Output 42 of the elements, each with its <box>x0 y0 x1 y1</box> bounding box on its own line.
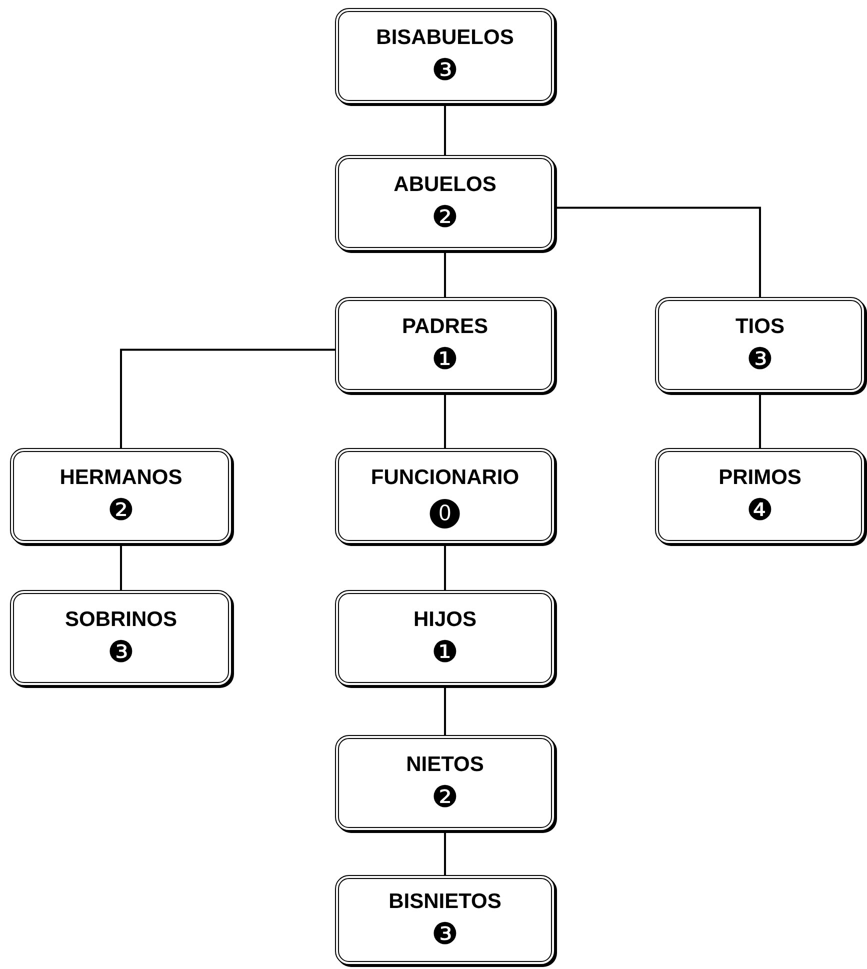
degree-number: ❷ <box>108 496 134 526</box>
box-title: FUNCIONARIO <box>370 466 520 488</box>
degree-number: ❶ <box>432 638 458 668</box>
rounded-box <box>335 8 555 104</box>
degree-number: ❸ <box>432 56 458 86</box>
connector-line <box>444 104 446 155</box>
connector-line <box>444 831 446 875</box>
rounded-box <box>335 297 555 393</box>
box-title: HIJOS <box>413 608 477 630</box>
degree-number: ❷ <box>432 782 458 812</box>
connector-line <box>444 686 446 735</box>
rounded-box <box>335 875 555 965</box>
degree-number: ❸ <box>108 638 134 668</box>
rounded-box <box>335 448 555 544</box>
connector-line <box>444 544 446 590</box>
connector-line <box>120 544 122 590</box>
box-title: BISNIETOS <box>388 890 502 912</box>
rounded-box <box>10 448 232 544</box>
box-title: TIOS <box>735 316 784 336</box>
degree-number: ❸ <box>432 920 458 950</box>
rounded-box <box>335 590 555 686</box>
box-title: HERMANOS <box>60 466 182 488</box>
box-title: NIETOS <box>406 754 484 774</box>
rounded-box <box>655 297 865 393</box>
box-title: PADRES <box>402 316 488 336</box>
connector-line <box>444 393 446 448</box>
rounded-box <box>335 735 555 831</box>
rounded-box <box>10 590 232 686</box>
box-title: PRIMOS <box>718 466 802 488</box>
rounded-box <box>335 155 555 251</box>
connector-line <box>120 348 335 448</box>
degree-number: ❷ <box>432 202 458 232</box>
rounded-box <box>655 448 865 544</box>
connector-line <box>555 206 761 297</box>
degree-number: ❹ <box>746 496 774 526</box>
degree-number: ❶ <box>432 344 458 374</box>
box-title: SOBRINOS <box>64 608 177 630</box>
connector-line <box>759 393 761 448</box>
box-title: BISABUELOS <box>376 26 514 48</box>
connector-line <box>444 251 446 297</box>
degree-number: ❸ <box>746 344 774 374</box>
box-title: ABUELOS <box>394 174 496 194</box>
